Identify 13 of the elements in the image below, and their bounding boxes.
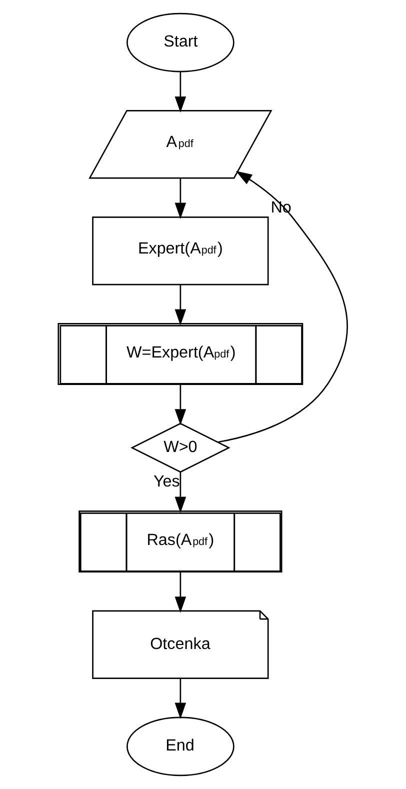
- node-ellipse: Start: [126, 12, 234, 72]
- arrow: [174, 72, 186, 113]
- node-diamond: W>0: [130, 422, 230, 473]
- arrow: [174, 472, 186, 513]
- node-box: Expert(Apdf): [92, 216, 269, 286]
- arrow: [174, 285, 186, 326]
- arrow: [174, 178, 186, 219]
- arrow: [174, 572, 186, 613]
- arrow: [218, 170, 348, 443]
- edge-label: Yes: [153, 472, 180, 491]
- node-ellipse: End: [126, 716, 234, 776]
- arrow: [174, 384, 186, 426]
- arrow: [174, 678, 186, 719]
